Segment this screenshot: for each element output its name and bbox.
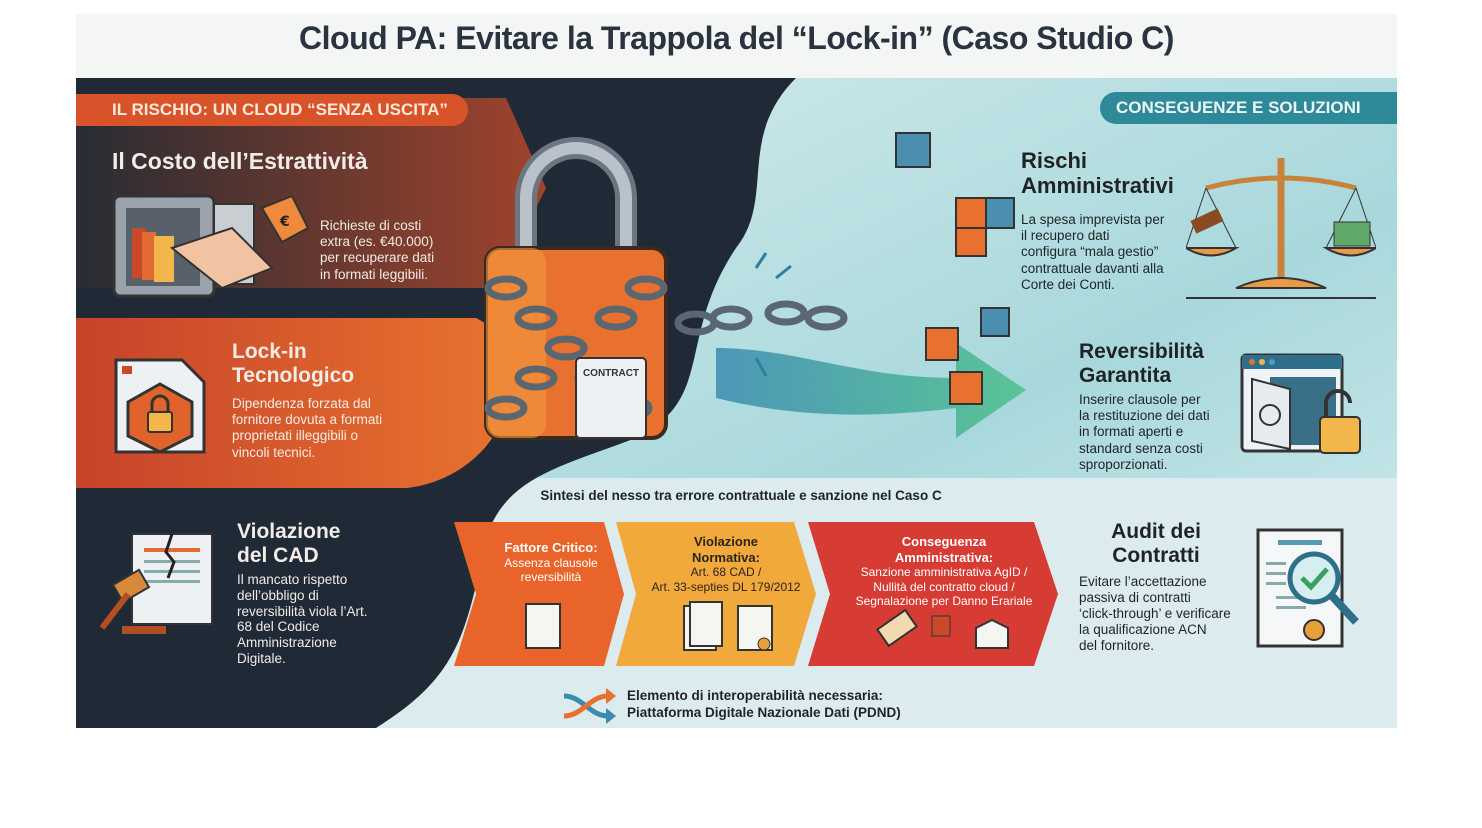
heading-line: Lock-in	[232, 340, 307, 363]
torn-document-gavel-icon	[99, 533, 213, 634]
text-line: vincoli tecnici.	[232, 444, 316, 460]
step-fattore-critico: Fattore Critico: Assenza clausole revers…	[476, 540, 626, 584]
text-line: del fornitore.	[1079, 637, 1155, 653]
interoperability-shuffle-icon	[563, 688, 616, 724]
heading-line: del CAD	[237, 544, 319, 568]
step-text: Segnalazione per Danno Erariale	[855, 593, 1033, 608]
text-line: extra (es. €40.000)	[320, 234, 434, 250]
heading-line: Violazione	[237, 520, 341, 543]
text-line: in formati aperti e	[1079, 424, 1184, 440]
step-text: Art. 68 CAD /	[690, 565, 762, 580]
text-line: configura “mala gestio”	[1021, 244, 1159, 260]
text-line: Evitare l’accettazione	[1079, 574, 1207, 589]
open-safe-unlocked-icon	[1240, 353, 1361, 454]
page-title: Cloud PA: Evitare la Trappola del “Lock-…	[299, 20, 1174, 56]
text-line: proprietati illeggibili o	[232, 428, 359, 444]
heading-lock-in-tecnologico: Lock-in Tecnologico	[232, 340, 354, 388]
text-line: la qualificazione ACN	[1079, 621, 1207, 637]
step-text: Assenza clausole	[504, 555, 598, 570]
heading-line: Reversibilità	[1079, 340, 1204, 363]
step-violazione-normativa: Violazione Normativa: Art. 68 CAD / Art.…	[636, 534, 816, 594]
text-line: la restituzione dei dati	[1079, 408, 1210, 424]
text-reversibilita-garantita: Inserire clausole per la restituzione de…	[1079, 392, 1210, 473]
text-line: fornitore dovuta a formati	[232, 412, 383, 428]
text-line: Amministrazione	[237, 635, 337, 651]
text-line: Inserire clausole per	[1079, 392, 1201, 407]
heading-costo-estrattivita: Il Costo dell’Estrattività	[112, 148, 368, 174]
text-line: Corte dei Conti.	[1021, 276, 1115, 292]
text-rischi-amministrativi: La spesa imprevista per il recupero dati…	[1021, 212, 1164, 293]
heading-rischi-amministrativi: Rischi Amministrativi	[1021, 148, 1174, 199]
step-text: Art. 33-septies DL 179/2012	[651, 579, 801, 594]
text-line: ‘click-through’ e verificare	[1079, 605, 1231, 621]
text-line: La spesa imprevista per	[1021, 212, 1165, 227]
text-audit-contratti: Evitare l’accettazione passiva di contra…	[1079, 574, 1231, 654]
heading-reversibilita-garantita: Reversibilità Garantita	[1079, 340, 1204, 388]
step-text: Sanzione amministrativa AgID /	[860, 565, 1028, 580]
heading-violazione-cad: Violazione del CAD	[237, 520, 340, 568]
step-heading: Amministrativa:	[894, 549, 994, 565]
text-costo-estrattivita: Richieste di costi extra (es. €40.000) p…	[320, 218, 434, 283]
text-line: per recuperare dati	[320, 250, 435, 266]
text-line: Digitale.	[237, 650, 286, 666]
step-heading: Violazione	[693, 534, 759, 549]
cube-icon	[949, 371, 983, 405]
heading-line: Amministrativi	[1021, 173, 1174, 199]
text-line: il recupero dati	[1021, 228, 1110, 244]
interop-line: Piattaforma Digitale Nazionale Dati (PDN…	[627, 704, 901, 720]
text-line: Il mancato rispetto	[237, 572, 348, 587]
text-line: standard senza costi	[1079, 440, 1203, 456]
text-violazione-cad: Il mancato rispetto dell’obbligo di reve…	[237, 572, 368, 667]
text-line: Richieste di costi	[320, 218, 422, 233]
step-heading: Normativa:	[692, 549, 760, 565]
infographic-panel: IL RISCHIO: UN CLOUD “SENZA USCITA” Il C…	[76, 78, 1397, 728]
left-section-header: IL RISCHIO: UN CLOUD “SENZA USCITA”	[76, 94, 468, 126]
synthesis-chevrons	[454, 522, 1058, 666]
heading-line: Rischi	[1021, 148, 1088, 173]
heading-line: Contratti	[1112, 544, 1200, 568]
interop-text: Elemento di interoperabilità necessaria:…	[627, 688, 901, 722]
heading-line: Garantita	[1079, 364, 1172, 388]
step-conseguenza: Conseguenza Amministrativa: Sanzione amm…	[834, 534, 1054, 608]
locked-document-icon	[114, 358, 206, 454]
svg-text:€: €	[279, 214, 290, 230]
text-line: Dipendenza forzata dal	[232, 396, 371, 411]
text-lock-in-tecnologico: Dipendenza forzata dal fornitore dovuta …	[232, 396, 382, 461]
synthesis-title: Sintesi del nesso tra errore contrattual…	[540, 488, 942, 503]
scales-of-justice-icon	[1186, 158, 1376, 299]
heading-line: Tecnologico	[232, 364, 355, 388]
text-line: dell’obbligo di	[237, 587, 319, 603]
heading-audit-contratti: Audit dei Contratti	[1080, 520, 1232, 568]
text-line: sproporzionati.	[1079, 456, 1168, 472]
chevron-fattore-critico	[454, 522, 624, 666]
text-line: passiva di contratti	[1079, 589, 1191, 605]
step-heading: Conseguenza	[901, 534, 987, 549]
step-heading: Fattore Critico:	[504, 540, 598, 555]
interop-line: Elemento di interoperabilità necessaria:	[627, 688, 883, 703]
safe-with-price-tag-icon: €	[112, 194, 310, 298]
heading-line: Audit dei	[1111, 520, 1201, 543]
step-text: Nullità del contratto cloud /	[873, 579, 1015, 594]
contract-magnifier-check-icon	[1256, 528, 1359, 648]
text-line: 68 del Codice	[237, 619, 320, 635]
text-line: contrattuale davanti alla	[1021, 260, 1164, 276]
text-line: in formati leggibili.	[320, 266, 429, 282]
text-line: reversibilità viola l’Art.	[237, 603, 368, 619]
lock-contract-label: CONTRACT	[583, 368, 639, 379]
title-bar	[76, 14, 1397, 78]
right-section-header: CONSEGUENZE E SOLUZIONI	[1100, 92, 1397, 124]
step-text: reversibilità	[520, 569, 582, 584]
chained-padlock-icon: CONTRACT	[484, 132, 1015, 440]
